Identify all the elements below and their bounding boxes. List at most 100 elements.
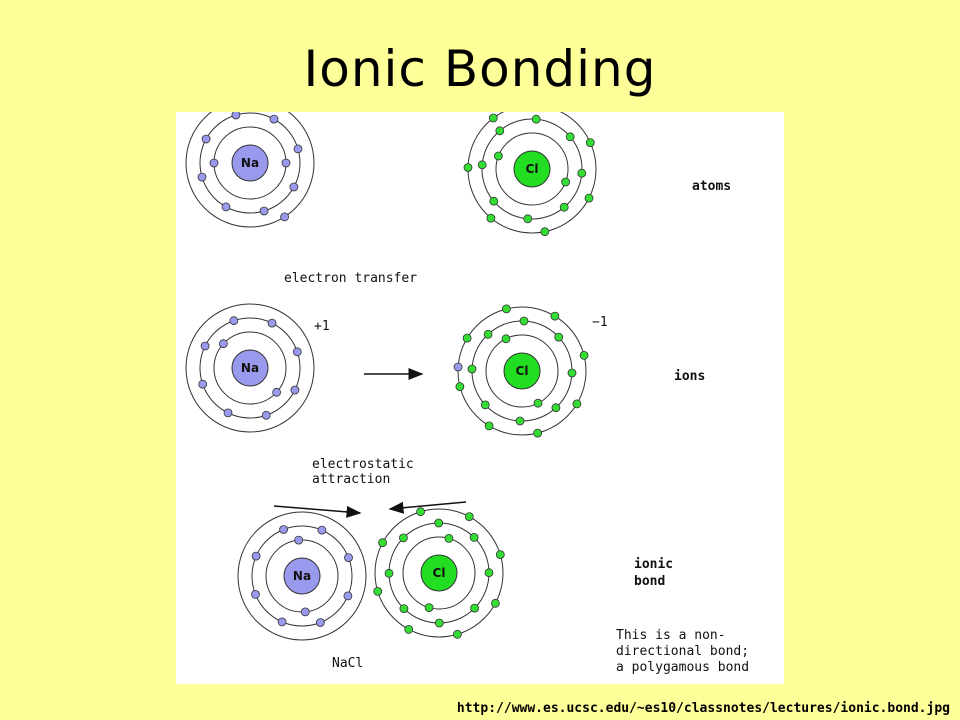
electron xyxy=(501,304,511,314)
electron xyxy=(584,193,594,203)
electron xyxy=(267,318,277,328)
cl-atom: Cl xyxy=(463,112,597,237)
electron xyxy=(531,114,541,124)
electron xyxy=(551,403,561,413)
electron xyxy=(280,212,289,222)
electron xyxy=(317,525,327,535)
orbit-ring xyxy=(199,112,301,214)
electron xyxy=(200,341,210,351)
cl-ion: Cl xyxy=(453,304,589,438)
electron xyxy=(540,227,550,237)
electron xyxy=(399,604,409,614)
electron xyxy=(561,177,571,187)
orbit-ring xyxy=(185,112,315,228)
nucleus xyxy=(231,144,269,182)
electron xyxy=(523,214,533,224)
electron xyxy=(495,550,505,560)
element-symbol: Cl xyxy=(526,162,539,176)
orbit-ring xyxy=(374,508,504,638)
orbit-ring xyxy=(402,536,476,610)
label-nacl: NaCl xyxy=(332,656,363,671)
electron xyxy=(463,163,473,172)
electron xyxy=(484,568,494,578)
electron xyxy=(565,132,575,142)
label-ionic: ionic xyxy=(634,557,673,572)
electron xyxy=(289,182,299,192)
nucleus xyxy=(420,554,458,592)
nucleus xyxy=(231,349,269,387)
nucleus xyxy=(283,557,321,595)
slide-title: Ionic Bonding xyxy=(303,40,657,98)
transferred-electron xyxy=(453,362,463,372)
diagram-canvas: Na Cl Na Cl Na Cl atoms electron transfe… xyxy=(185,112,749,675)
electron xyxy=(209,158,219,168)
electron xyxy=(480,400,490,410)
electron xyxy=(455,382,465,392)
electron xyxy=(292,347,302,357)
label-ions: ions xyxy=(674,369,705,384)
orbit-ring xyxy=(185,303,315,433)
label-note-3: a polygamous bond xyxy=(616,660,749,675)
electron xyxy=(486,213,496,223)
electron xyxy=(452,629,462,639)
electron xyxy=(201,134,211,144)
electron xyxy=(444,533,454,543)
electron xyxy=(484,421,494,431)
electron xyxy=(519,316,529,326)
electron xyxy=(221,202,231,212)
electron xyxy=(490,598,500,608)
electron xyxy=(493,151,503,161)
electron xyxy=(434,518,444,528)
electron xyxy=(259,206,269,216)
nucleus xyxy=(503,352,541,390)
electron xyxy=(559,202,569,212)
electron xyxy=(416,507,426,517)
electron xyxy=(404,625,414,634)
electron xyxy=(300,607,310,617)
nucleus xyxy=(513,150,551,188)
electron xyxy=(577,168,587,178)
electron xyxy=(384,568,394,578)
electron xyxy=(489,196,499,206)
na-bonded: Na xyxy=(237,511,367,641)
label-bond: bond xyxy=(634,574,665,589)
electron xyxy=(550,311,560,321)
electron xyxy=(424,603,434,613)
electron xyxy=(344,553,353,563)
ionic-bond-diagram: Na Cl Na Cl Na Cl atoms electron transfe… xyxy=(176,112,784,684)
electron xyxy=(470,603,480,613)
electron xyxy=(315,618,325,627)
electron xyxy=(290,385,300,395)
label-electron-transfer: electron transfer xyxy=(284,271,417,286)
electron xyxy=(533,428,543,438)
label-attraction: attraction xyxy=(312,472,390,487)
electron xyxy=(483,329,493,339)
electron xyxy=(219,339,228,349)
label-atoms: atoms xyxy=(692,179,731,194)
label-note-1: This is a non- xyxy=(616,628,726,643)
electron xyxy=(398,533,408,543)
orbit-ring xyxy=(495,132,569,206)
electron xyxy=(272,387,281,397)
electron xyxy=(501,334,511,344)
electron xyxy=(378,538,388,548)
na-ion: Na xyxy=(185,303,315,433)
electron xyxy=(251,551,261,561)
electron xyxy=(231,112,241,120)
electron xyxy=(464,512,474,522)
orbit-ring xyxy=(237,511,367,641)
electron xyxy=(197,172,207,182)
element-symbol: Cl xyxy=(516,364,529,378)
electron xyxy=(467,364,477,374)
electron xyxy=(585,138,595,148)
electron xyxy=(515,416,525,426)
label-note-2: directional bond; xyxy=(616,644,749,659)
electron xyxy=(277,617,287,627)
orbit-ring xyxy=(485,334,559,408)
orbit-ring xyxy=(199,317,301,419)
electron xyxy=(229,316,239,326)
electron xyxy=(373,586,383,596)
orbit-ring xyxy=(251,525,353,627)
electron xyxy=(533,398,543,408)
element-symbol: Cl xyxy=(433,566,446,580)
